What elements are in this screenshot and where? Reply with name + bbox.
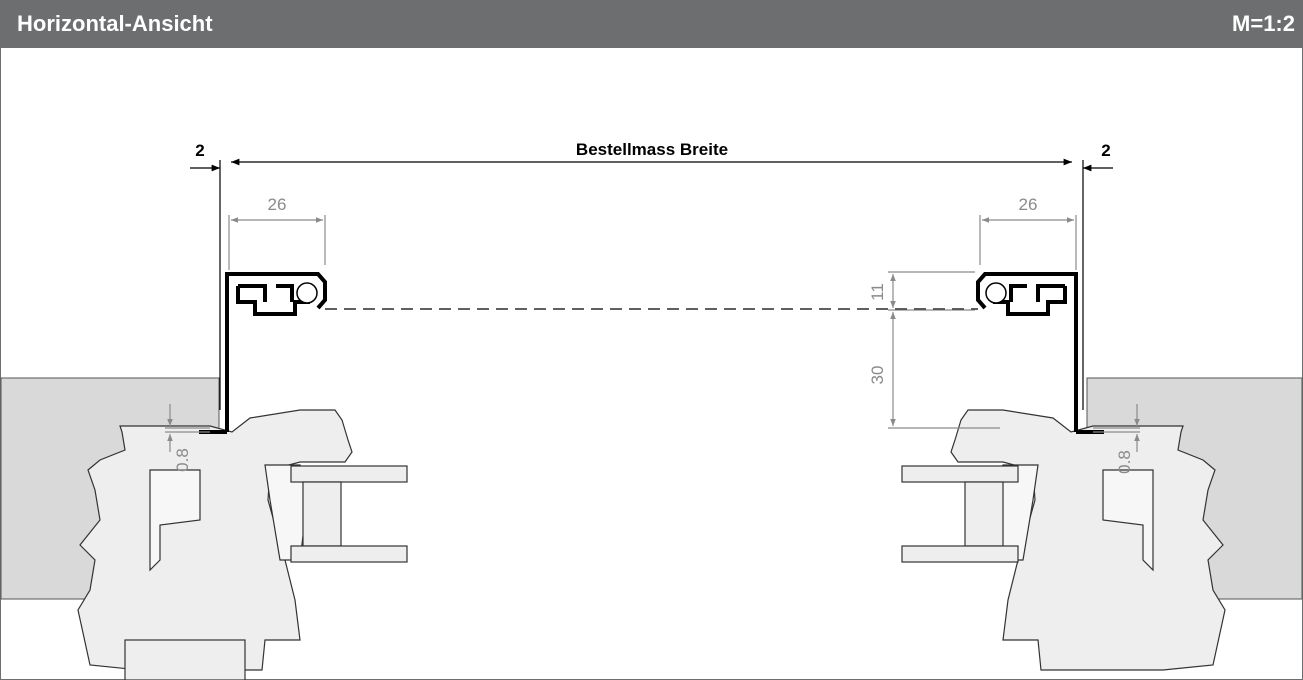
gap-dimension-left <box>165 404 210 452</box>
order-width-dimension: Bestellmass Breite 2 2 <box>190 140 1113 410</box>
left-offset-label: 2 <box>195 141 204 160</box>
gap-dimension-right <box>1093 404 1140 452</box>
depth-dimension-right <box>979 215 1077 270</box>
depth-label-right: 26 <box>1019 195 1038 214</box>
window-frame-right <box>950 409 1226 671</box>
window-frame-left <box>77 409 353 680</box>
brush-seal-right <box>985 282 1007 304</box>
depth-dimension-left <box>228 215 326 270</box>
height-top-label: 11 <box>868 283 887 301</box>
gap-label-right: 0.8 <box>1115 450 1134 474</box>
height-dimension-right <box>888 271 1000 429</box>
scale-label: M=1:2 <box>1232 11 1295 36</box>
title-bar: Horizontal-Ansicht M=1:2 <box>0 0 1303 48</box>
gap-label-left: 0.8 <box>173 448 192 472</box>
view-title: Horizontal-Ansicht <box>17 11 213 36</box>
order-width-label: Bestellmass Breite <box>576 140 728 159</box>
height-bottom-label: 30 <box>868 366 887 385</box>
glass-panel-left <box>290 465 408 563</box>
depth-label-left: 26 <box>268 195 287 214</box>
screen-rail-left <box>199 272 327 434</box>
screen-rail-right <box>976 272 1104 434</box>
right-offset-label: 2 <box>1101 141 1110 160</box>
brush-seal-left <box>296 282 318 304</box>
glass-panel-right <box>901 465 1019 563</box>
